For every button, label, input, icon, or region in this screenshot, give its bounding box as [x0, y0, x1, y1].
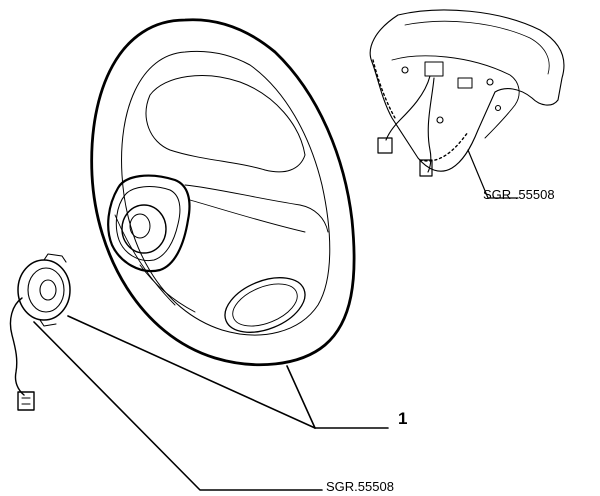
- clock-spring-cable: [9, 297, 25, 396]
- spoke-contour-3: [114, 214, 176, 306]
- clock-spring-face: [27, 267, 65, 313]
- leader-line-wheel-to-1: [286, 365, 316, 429]
- leader-lines: [33, 315, 389, 491]
- airbag-reference-label: SGR .55508: [483, 187, 555, 202]
- spoke-contour-1: [184, 184, 329, 233]
- airbag-bolt-3: [436, 116, 444, 124]
- lower-spoke-pad-outer: [224, 277, 306, 333]
- airbag-wire-harness: [385, 75, 431, 141]
- airbag-wire-harness-2: [427, 77, 435, 173]
- leader-line-clockspring-to-ref: [33, 321, 323, 491]
- airbag-dotted-edge: [372, 59, 469, 162]
- clock-spring-reference-label: SGR.55508: [326, 479, 394, 494]
- airbag-connector-small: [457, 77, 473, 89]
- part-number-label: 1: [398, 409, 408, 428]
- leader-line-clockspring-to-1: [67, 315, 316, 429]
- airbag-bolt-2: [486, 78, 494, 86]
- clock-spring-body: [17, 259, 71, 321]
- clock-spring: [9, 253, 71, 411]
- steering-hub-inner: [115, 186, 181, 262]
- airbag-bolt-4: [494, 104, 502, 112]
- steering-wheel-rim-outline: [90, 18, 356, 367]
- clock-spring-tab-bottom: [39, 319, 57, 327]
- airbag-bolt-1: [401, 66, 409, 74]
- steering-hub-center: [129, 213, 151, 239]
- lower-spoke-pad-inner: [232, 283, 298, 327]
- steering-wheel-rim-inner: [121, 50, 331, 336]
- airbag-cover: [369, 9, 565, 172]
- airbag-back-plate: [391, 55, 520, 139]
- clock-spring-tab-top: [43, 253, 67, 263]
- clock-spring-plug-detail: [21, 397, 31, 405]
- upper-spoke-opening: [145, 75, 306, 173]
- airbag-plug-2: [419, 159, 433, 177]
- airbag-leader-line: [467, 149, 519, 199]
- airbag-connector-block: [424, 61, 444, 77]
- steering-hub-outer: [107, 174, 191, 273]
- airbag-module: [369, 9, 565, 199]
- clock-spring-center: [39, 279, 57, 301]
- airbag-plug-1: [377, 137, 393, 154]
- steering-hub-boss: [121, 204, 167, 254]
- airbag-cover-inner: [404, 20, 550, 75]
- steering-wheel: [90, 18, 356, 367]
- clock-spring-plug: [17, 391, 35, 411]
- spoke-contour-2: [189, 199, 306, 233]
